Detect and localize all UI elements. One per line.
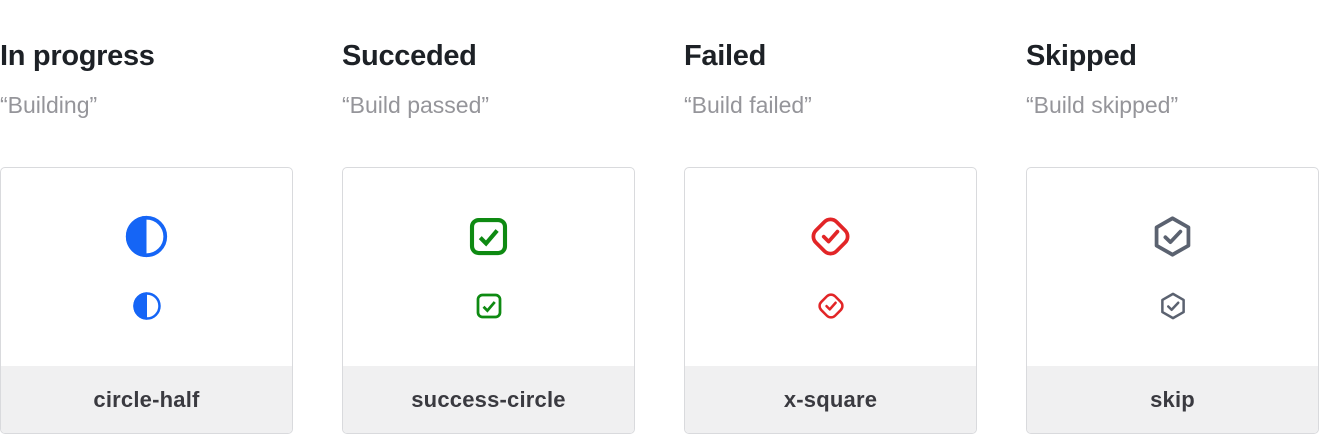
column-in-progress: In progress “Building” circle- — [0, 0, 293, 434]
icon-name-footer: success-circle — [343, 366, 634, 433]
status-subtitle: “Building” — [0, 92, 98, 118]
success-circle-icon — [466, 214, 511, 259]
circle-half-icon — [124, 214, 169, 259]
success-circle-icon-small — [474, 291, 504, 321]
skip-icon — [1150, 214, 1195, 259]
x-square-icon-small — [816, 291, 846, 321]
icon-name-footer: skip — [1027, 366, 1318, 433]
icon-name-footer: circle-half — [1, 366, 292, 433]
column-failed: Failed “Build failed” x-square — [684, 0, 977, 434]
icon-name-label: x-square — [783, 386, 878, 412]
skip-icon-small — [1158, 291, 1188, 321]
status-title: In progress — [0, 40, 155, 72]
status-title: Failed — [684, 40, 766, 72]
status-title: Succeded — [342, 40, 477, 72]
status-title: Skipped — [1026, 40, 1137, 72]
icon-card: circle-half — [0, 167, 293, 434]
status-subtitle: “Build passed” — [342, 92, 490, 118]
icon-card: x-square — [684, 167, 977, 434]
icon-preview-area — [685, 168, 976, 366]
icon-preview-area — [1027, 168, 1318, 366]
icon-preview-area — [343, 168, 634, 366]
circle-half-icon-small — [132, 291, 162, 321]
icon-name-footer: x-square — [685, 366, 976, 433]
column-succeeded: Succeded “Build passed” succes — [342, 0, 635, 434]
icon-preview-area — [1, 168, 292, 366]
icon-name-label: skip — [1150, 386, 1195, 412]
status-subtitle: “Build skipped” — [1026, 92, 1179, 118]
icon-name-label: success-circle — [411, 386, 566, 412]
x-square-icon — [808, 214, 853, 259]
icon-card: success-circle — [342, 167, 635, 434]
column-skipped: Skipped “Build skipped” skip — [1026, 0, 1319, 434]
icon-name-label: circle-half — [93, 386, 200, 412]
icon-card: skip — [1026, 167, 1319, 434]
status-subtitle: “Build failed” — [684, 92, 812, 118]
